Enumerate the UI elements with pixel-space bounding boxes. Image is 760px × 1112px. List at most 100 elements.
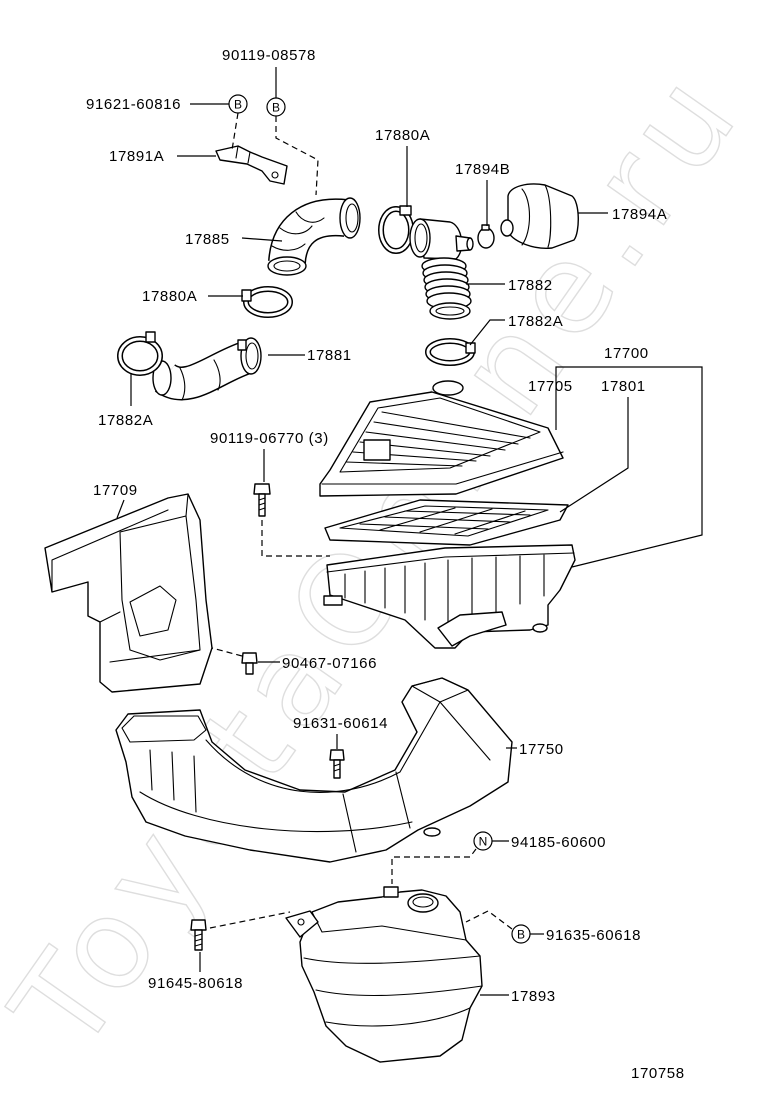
duct-ridge	[139, 701, 491, 833]
callout-17894A: 17894A	[612, 206, 667, 223]
bolt-head	[329, 749, 345, 761]
bolt-90467-07166-drawing	[241, 652, 258, 675]
marker-circle	[511, 924, 531, 944]
marker-letter: B	[234, 98, 242, 112]
callout-17880A-lower: 17880A	[142, 288, 197, 305]
hose-opening-right	[245, 342, 259, 370]
callout-17885: 17885	[185, 231, 230, 248]
marker-letter: N	[479, 835, 488, 849]
clamp-screw	[465, 342, 476, 354]
hose-ribs	[179, 359, 221, 401]
case-tab	[323, 595, 343, 606]
hose-17882-drawing	[409, 218, 474, 320]
case-outline	[326, 544, 576, 649]
callout-17893: 17893	[511, 988, 556, 1005]
bolt-head	[253, 483, 271, 495]
leader-91635-60618-dashed	[465, 910, 513, 930]
case-fins	[344, 554, 545, 627]
cap-inlet	[432, 380, 464, 396]
leader-17882A-right	[469, 319, 505, 346]
hose-end-upper	[339, 197, 361, 239]
bracket-17891A-drawing	[215, 145, 288, 185]
callout-17894B: 17894B	[455, 161, 510, 178]
case-foot	[532, 623, 548, 633]
element-grid	[359, 507, 531, 535]
duct-outlet	[129, 585, 177, 637]
leader-lines	[116, 67, 703, 996]
cap-ribs	[345, 411, 531, 467]
bolt-head	[190, 919, 207, 931]
bracket-hole	[271, 171, 279, 179]
duct-opening-right	[411, 677, 469, 703]
callout-17882A-right: 17882A	[508, 313, 563, 330]
duct-stub	[423, 827, 441, 837]
marker-circle	[228, 94, 248, 114]
callout-90119-08578: 90119-08578	[222, 47, 316, 64]
hose-opening-lower	[273, 260, 301, 272]
bolt-shank	[245, 662, 254, 675]
clamp-17880A-upper-drawing	[378, 205, 414, 254]
bellows-end	[429, 302, 471, 320]
resonator-pipe	[500, 219, 514, 237]
clamp-17882A-left-drawing	[117, 331, 163, 376]
resonator-body	[507, 183, 579, 249]
adapter-opening	[414, 223, 428, 253]
callout-90467-07166: 90467-07166	[282, 655, 377, 672]
leader-17801	[559, 397, 629, 513]
leader-94185-60600-dashed	[391, 848, 477, 884]
callout-17750: 17750	[519, 741, 564, 758]
marker-circle	[473, 831, 493, 851]
callout-91635-60618: 91635-60618	[546, 927, 641, 944]
case-mount	[437, 611, 507, 647]
element-frame	[324, 499, 569, 546]
cap-rim	[321, 451, 564, 485]
callout-17881: 17881	[307, 347, 352, 364]
clamp-screw	[399, 205, 412, 216]
air-cleaner-case-drawing	[323, 544, 576, 649]
bolt-91631-60614-drawing	[329, 749, 345, 779]
hose-nipple	[237, 339, 247, 351]
clamp-band-inner	[118, 337, 162, 375]
leader-17700	[555, 366, 703, 568]
resonator-outline	[299, 889, 483, 1063]
resonator-17893-drawing	[285, 886, 483, 1063]
hose-opening-upper	[345, 203, 359, 233]
air-cleaner-cap-17705-drawing	[319, 380, 564, 497]
hose-body-fill	[155, 342, 254, 399]
clamp-screw	[145, 331, 156, 343]
marker-circle	[266, 97, 286, 117]
air-filter-element-17801-drawing	[324, 499, 569, 546]
duct-17709-drawing	[44, 493, 213, 693]
adapter-nipple-end	[466, 237, 474, 251]
resonator-bracket	[285, 910, 319, 938]
callout-90119-06770: 90119-06770 (3)	[210, 430, 329, 447]
leader-91645-80618-dashed	[209, 911, 291, 929]
callout-17705: 17705	[528, 378, 573, 395]
leader-90119-06770-dashed	[261, 520, 330, 557]
duct-outline	[44, 493, 213, 693]
callout-17700: 17700	[604, 345, 649, 362]
duct-ribs	[149, 749, 197, 813]
callout-17891A: 17891A	[109, 148, 164, 165]
element-media	[339, 505, 549, 537]
callout-94185-60600: 94185-60600	[511, 834, 606, 851]
cap-clip	[363, 439, 391, 461]
callout-labels: 90119-08578 91621-60816 17891A 17880A 17…	[86, 47, 684, 1082]
resonator-cap-inner	[412, 896, 434, 908]
clamp-ring	[477, 227, 495, 249]
case-rim	[326, 552, 575, 573]
callout-17882: 17882	[508, 277, 553, 294]
hose-end-lower	[267, 256, 307, 276]
resonator-17894A-drawing	[500, 183, 579, 249]
leader-marker-b-2-dashed	[275, 116, 319, 196]
clamp-17894B-drawing	[477, 224, 495, 249]
callout-91621-60816: 91621-60816	[86, 96, 181, 113]
callout-17880A-upper: 17880A	[375, 127, 430, 144]
hose-17881-drawing	[152, 337, 262, 401]
leader-90467-07166-dashed	[211, 647, 243, 657]
bolt-thread	[258, 497, 266, 511]
clamp-band-inner	[244, 287, 292, 317]
leader-17709	[116, 499, 125, 519]
duct-17750-drawing	[115, 677, 513, 863]
